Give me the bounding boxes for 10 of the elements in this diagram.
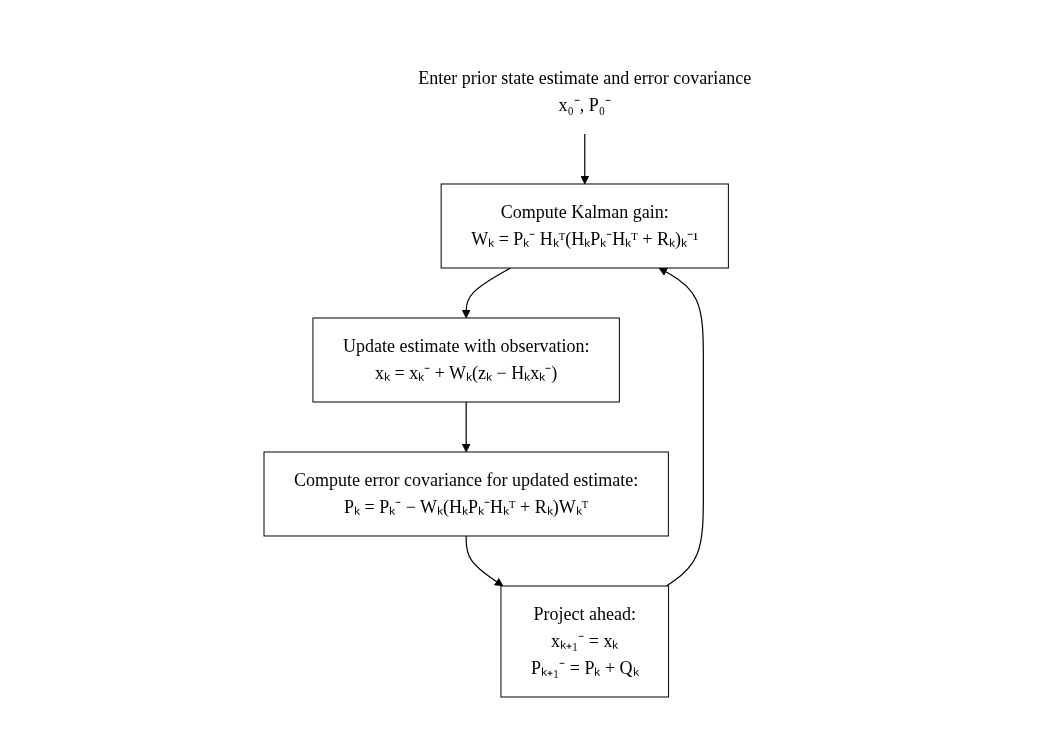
node-box: Compute error covariance for updated estimate: Pₖ = Pₖ⁻ − Wₖ(HₖPₖ⁻Hₖᵀ + Rₖ)Wₖᵀ <box>263 451 669 537</box>
arrow <box>465 535 504 587</box>
node-text: Enter prior state estimate and error covariance x₀⁻, P₀⁻ <box>418 68 752 115</box>
node-box: Update estimate with observation: xₖ = xₖ⁻ + Wₖ(zₖ − Hₖxₖ⁻) <box>312 317 620 403</box>
arrow <box>658 267 704 587</box>
arrow <box>580 133 590 185</box>
node-box: Project ahead: xₖ₊₁⁻ = xₖ Pₖ₊₁⁻ = Pₖ + Qₖ <box>500 585 669 698</box>
arrow <box>461 267 511 319</box>
arrow <box>461 401 471 453</box>
node-box: Compute Kalman gain: Wₖ = Pₖ⁻ Hₖᵀ(HₖPₖ⁻Hₖᵀ + Rₖ)ₖ⁻¹ <box>440 183 729 269</box>
